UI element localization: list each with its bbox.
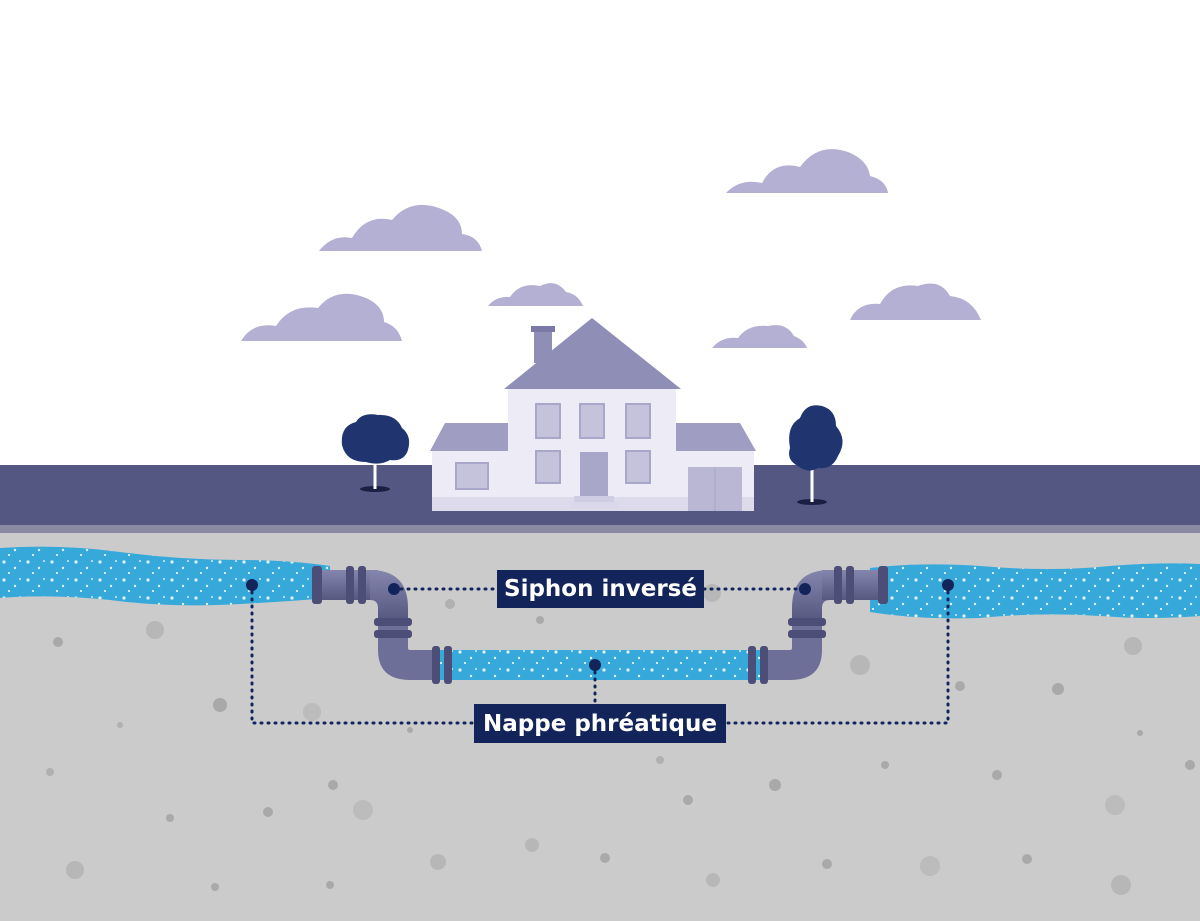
label-siphon: Siphon inversé — [497, 570, 704, 608]
groundwater-right — [870, 563, 1200, 619]
cloud-icon — [850, 283, 981, 320]
groundwater-left — [0, 546, 330, 606]
cloud-icon — [488, 283, 583, 306]
cloud-icon — [319, 204, 482, 251]
label-nappe: Nappe phréatique — [474, 704, 726, 743]
label-nappe-text: Nappe phréatique — [483, 711, 717, 737]
label-siphon-text: Siphon inversé — [504, 576, 697, 602]
tree-icon — [341, 414, 410, 492]
soil-stones — [46, 584, 1195, 895]
house-icon — [430, 318, 756, 511]
ground-edge — [0, 525, 1200, 533]
clouds — [241, 149, 981, 348]
cloud-icon — [712, 325, 807, 348]
cloud-icon — [241, 293, 402, 341]
tree-icon — [789, 405, 843, 505]
leader-lines — [250, 583, 950, 725]
marker-dots — [246, 579, 954, 671]
cloud-icon — [726, 149, 888, 193]
